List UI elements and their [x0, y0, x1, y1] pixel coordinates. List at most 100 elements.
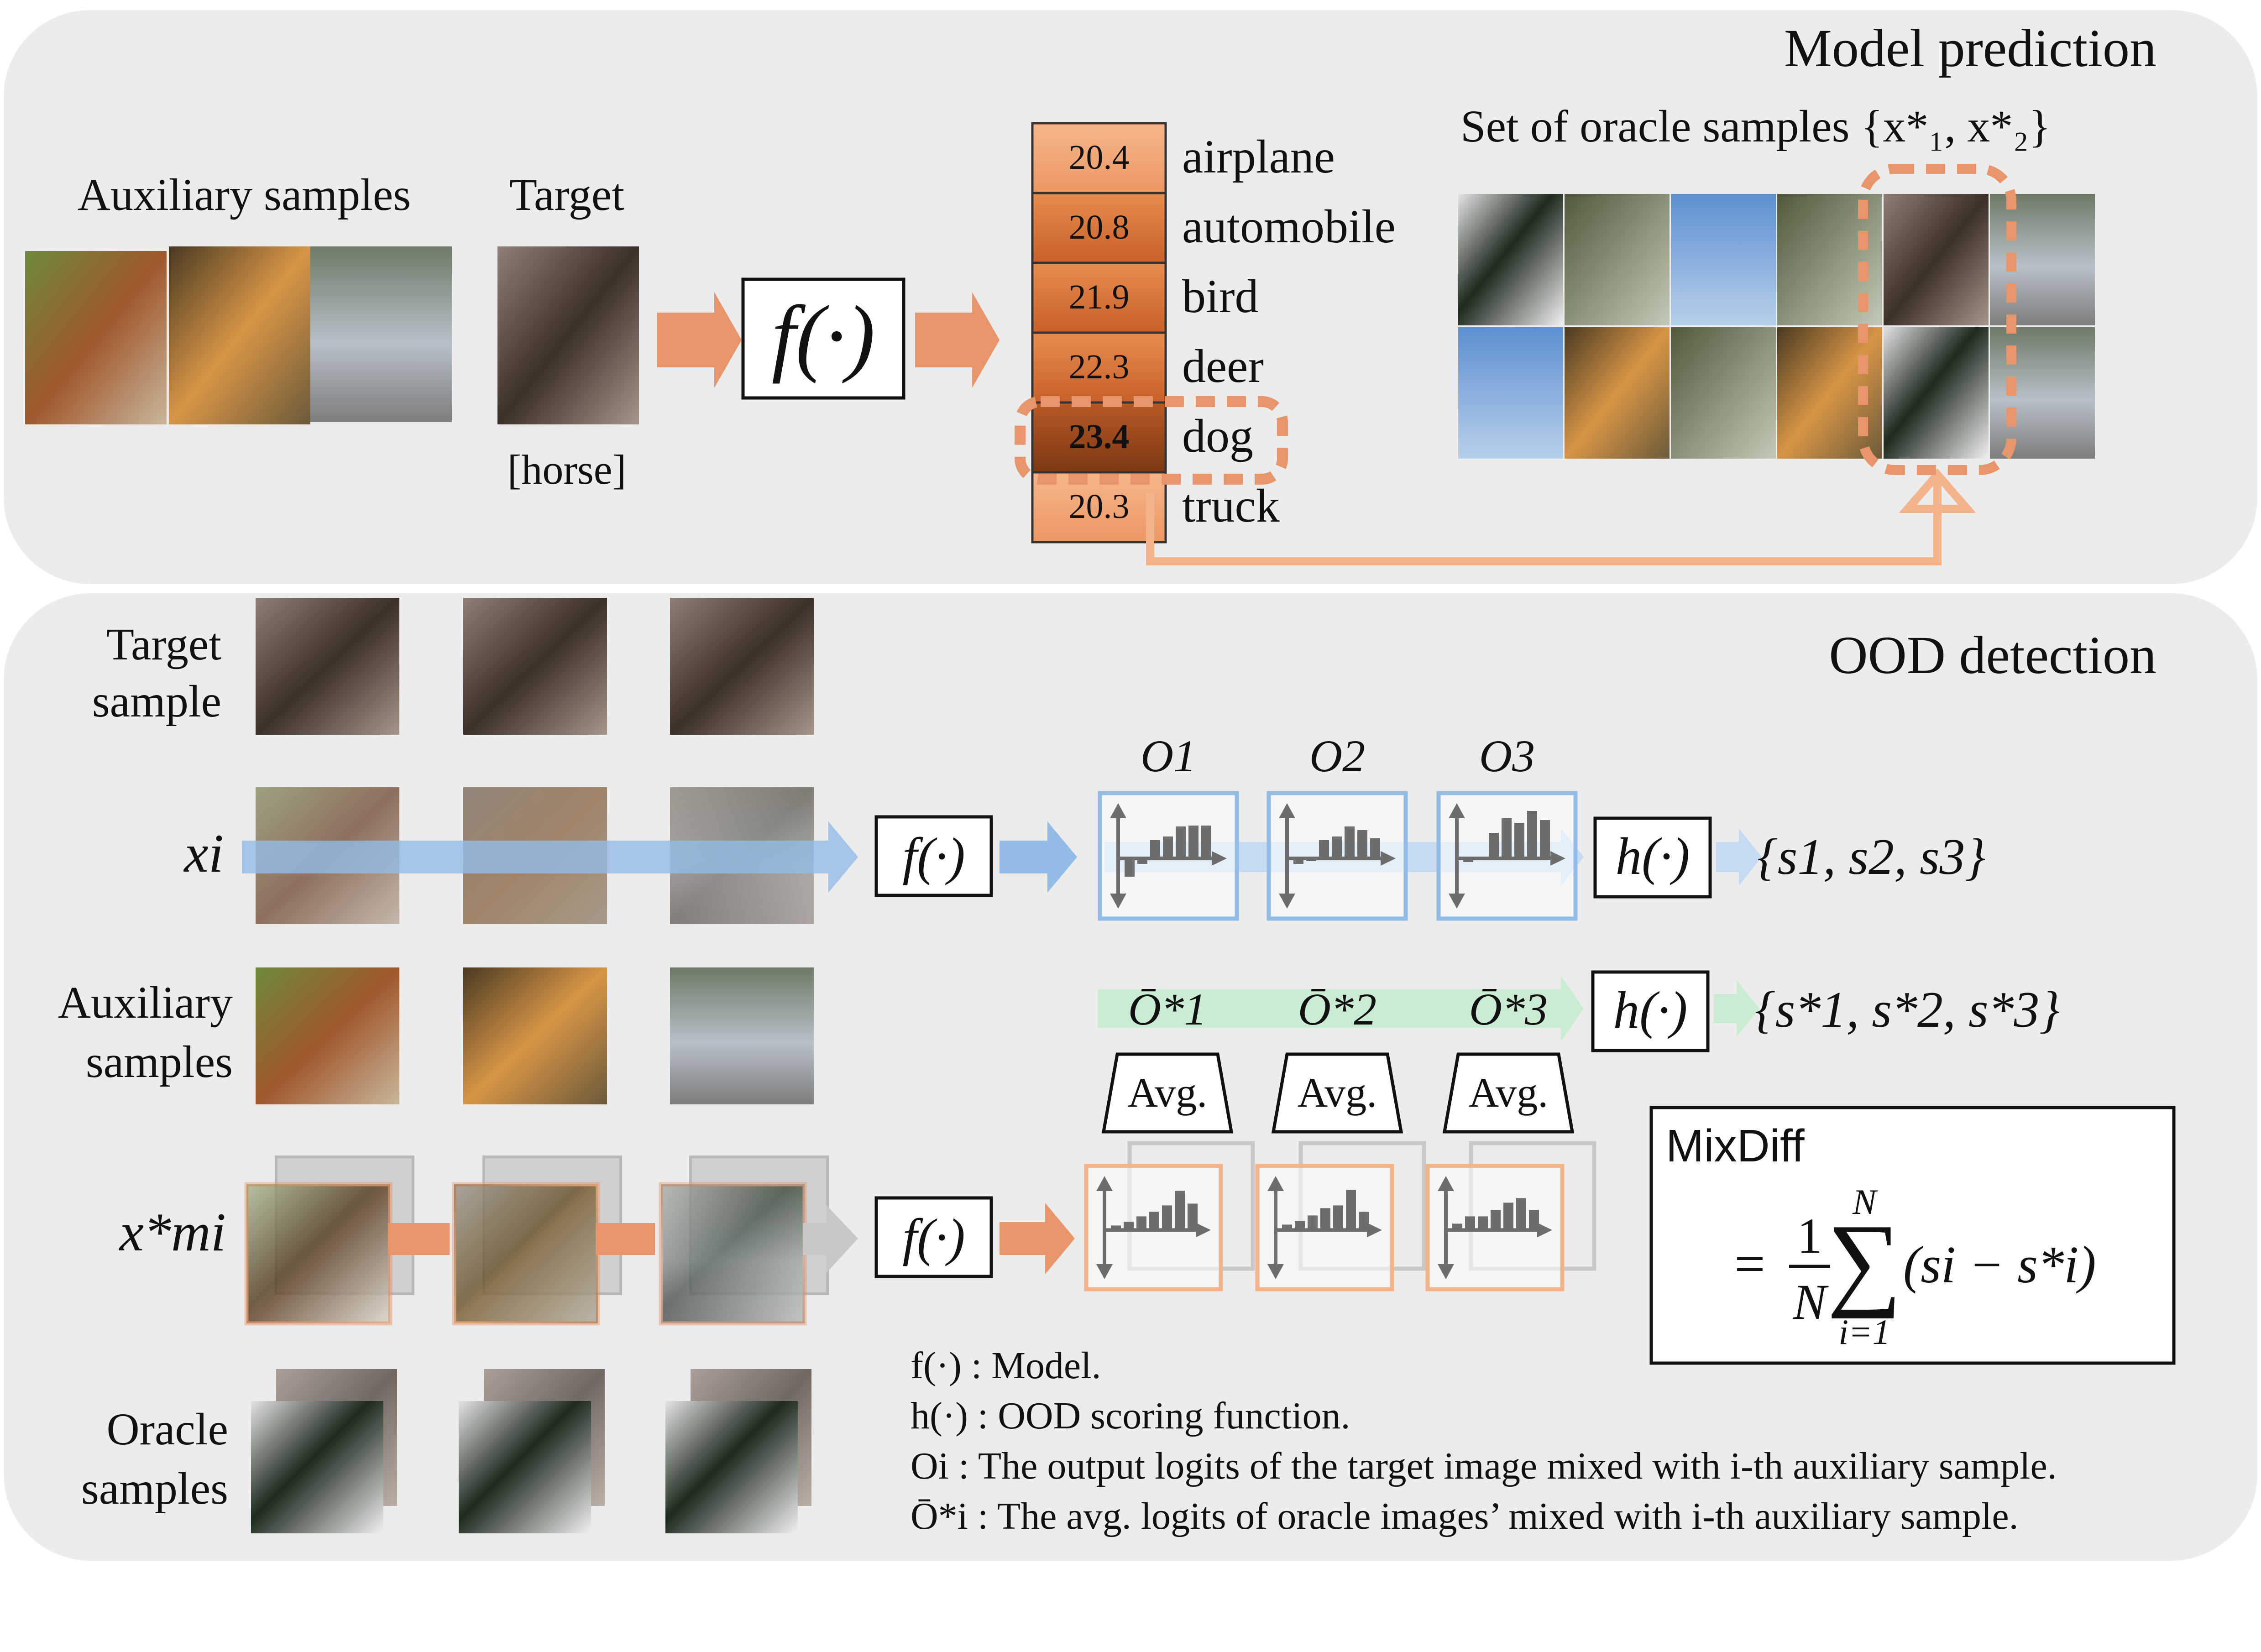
- mixdiff-box: [1649, 1106, 2176, 1365]
- axis-arrow-down-icon: [1110, 894, 1126, 909]
- legend: f(·) : Model. h(·) : OOD scoring functio…: [911, 1344, 2057, 1537]
- axis-arrow-right-icon: [1381, 851, 1396, 866]
- logit-bar: [1332, 836, 1342, 858]
- logit-bar: [1188, 1203, 1198, 1230]
- avg-trapezoid: [1442, 1052, 1575, 1134]
- oracle-thumbnail: [1565, 194, 1670, 325]
- xi-model-label: f(·): [902, 827, 965, 885]
- xi-label: xi: [183, 823, 224, 884]
- logit-bar: [1125, 858, 1135, 877]
- oracle-thumbnail: [1458, 194, 1563, 325]
- model-prediction-title: Model prediction: [1784, 18, 2156, 78]
- logit-bar: [1527, 811, 1537, 858]
- legend-item-oi: Oi : The output logits of the target ima…: [911, 1445, 2057, 1487]
- logit-class-label: bird: [1182, 270, 1259, 323]
- target-image: [497, 246, 639, 424]
- logit-class-label: automobile: [1182, 200, 1396, 253]
- axis-arrow-down-icon: [1267, 1264, 1284, 1279]
- target-sample-label-2: sample: [92, 676, 221, 727]
- logit-bar: [1516, 1198, 1526, 1230]
- oracle-sample-image: [665, 1401, 798, 1533]
- avg-label: Avg.: [1298, 1069, 1377, 1116]
- logit-class-label: truck: [1182, 480, 1280, 532]
- logit-bar: [1137, 858, 1147, 864]
- xmi-mixed-overlay: [452, 1182, 600, 1326]
- xmi-arrow-to-logits: [1000, 1203, 1075, 1274]
- aux-car-image: [310, 246, 452, 422]
- oracle-avg-arrow: [1098, 976, 1584, 1041]
- logit-class-label: deer: [1182, 340, 1264, 392]
- logit-bar: [1463, 858, 1473, 862]
- mixdiff-body: (si − s*i): [1903, 1236, 2096, 1294]
- target-sample-image: [670, 598, 814, 735]
- oracle-thumbnail: [1884, 327, 1989, 459]
- logit-cell: [1031, 401, 1167, 474]
- aux-label-1: Auxiliary: [58, 977, 233, 1028]
- mixdiff-eq: =: [1734, 1234, 1765, 1294]
- oracle-sample-image: [251, 1401, 383, 1533]
- logit-value: 20.4: [1069, 138, 1130, 177]
- logit-bar: [1357, 830, 1367, 858]
- top-arrow-to-model: [657, 292, 742, 388]
- oracle-sample-image: [459, 1401, 591, 1533]
- logit-bar: [1465, 1216, 1475, 1230]
- axis-arrow-down-icon: [1096, 1264, 1113, 1279]
- oracle-score-label: h(·): [1613, 981, 1688, 1039]
- oracle-thumbnail: [1565, 327, 1670, 459]
- logit-cell: [1031, 261, 1167, 334]
- ood-detection-title: OOD detection: [1829, 625, 2156, 685]
- logit-bar: [1345, 826, 1355, 858]
- logit-bar: [1188, 826, 1199, 858]
- xmi-connector: [596, 1223, 655, 1255]
- top-target-label: Target: [509, 169, 624, 220]
- axis-arrow-up-icon: [1110, 803, 1126, 818]
- xi-arrow: [242, 821, 858, 893]
- axis-arrow-right-icon: [1550, 851, 1565, 866]
- oracle-connector-arrowhead: [1899, 468, 1976, 513]
- mixdiff-sum-top: N: [1852, 1182, 1878, 1222]
- xmi-arrows: [388, 1205, 858, 1273]
- axis-arrow-right-icon: [1212, 851, 1227, 866]
- logit-class-label: airplane: [1182, 131, 1335, 183]
- axis-arrow-up-icon: [1267, 1176, 1284, 1191]
- axis-arrow-up-icon: [1096, 1176, 1113, 1191]
- logit-value: 20.8: [1069, 208, 1130, 246]
- xmi-mixed-overlay: [244, 1182, 393, 1326]
- dog-highlight-box: [1015, 396, 1288, 485]
- axis-arrow-down-icon: [1449, 894, 1465, 909]
- aux-sample-image: [463, 967, 607, 1104]
- obar-label: Ō*2: [1298, 984, 1376, 1035]
- logit-bar: [1452, 1223, 1462, 1230]
- legend-item-f: f(·) : Model.: [911, 1344, 1101, 1387]
- logit-value: 21.9: [1069, 278, 1130, 316]
- logit-bar: [1491, 1210, 1501, 1230]
- logit-bar: [1149, 1212, 1159, 1230]
- oracle-set-title: Set of oracle samples {x*₁, x*₂}: [1460, 101, 2051, 152]
- logit-value: 23.4: [1069, 418, 1130, 456]
- logit-bar: [1346, 1190, 1356, 1230]
- logit-bar: [1320, 1208, 1330, 1230]
- obar-label: Ō*1: [1128, 984, 1207, 1035]
- logit-bar: [1514, 823, 1524, 858]
- o-label: O1: [1141, 731, 1196, 781]
- logit-bar: [1111, 1225, 1121, 1230]
- logit-bar: [1503, 1202, 1513, 1230]
- oracle-thumbnail: [1884, 194, 1989, 325]
- s-set: {s1, s2, s3}: [1757, 829, 1985, 885]
- xmi-connector: [388, 1223, 450, 1255]
- mixdiff-den: N: [1792, 1274, 1829, 1330]
- logit-bar: [1333, 1205, 1343, 1230]
- top-model-box: [741, 277, 905, 400]
- logit-bar: [1175, 1191, 1185, 1230]
- xmi-mixed-overlay: [659, 1182, 807, 1326]
- xmi-model-box: [874, 1196, 993, 1278]
- xmi-arrow: [803, 1205, 858, 1273]
- logit-bar: [1293, 858, 1303, 864]
- logit-bar: [1163, 836, 1173, 858]
- xi-score-arrow: [1716, 828, 1762, 886]
- logit-bar: [1282, 1224, 1292, 1230]
- logit-bar: [1150, 840, 1160, 858]
- oracle-highlight-box: [1858, 164, 2016, 475]
